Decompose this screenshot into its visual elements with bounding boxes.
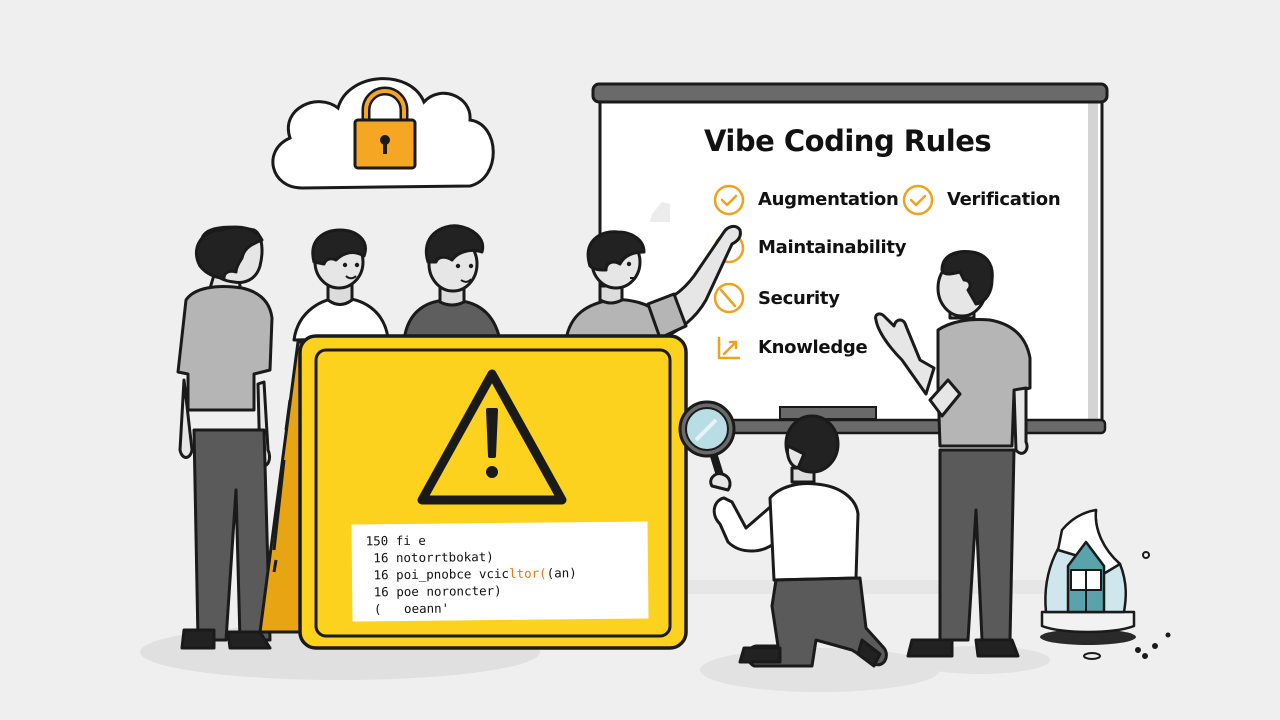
cloud-lock — [271, 77, 495, 190]
whiteboard-title: Vibe Coding Rules — [704, 124, 992, 158]
rule-security: Security — [758, 288, 840, 309]
chart-arrow-icon — [717, 336, 741, 360]
check-circle-icon — [902, 184, 934, 216]
padlock-icon — [353, 86, 417, 170]
slash-circle-icon — [713, 282, 745, 314]
person-left-standing — [176, 225, 274, 650]
code-text: 16 poi_pnobce vcic — [365, 565, 510, 583]
person-kneeling — [678, 400, 888, 668]
person-dark-shirt — [402, 224, 502, 342]
code-highlight: ltor( — [508, 565, 547, 581]
code-text: 16 notorrtbokat) — [365, 549, 494, 566]
code-text: 150 fi e — [365, 532, 426, 549]
magnifying-glass-icon — [678, 400, 736, 484]
code-line: ( oeann' — [366, 597, 648, 617]
code-text: (an) — [546, 565, 577, 581]
warning-triangle-icon — [417, 369, 567, 505]
code-snippet-panel: 150 fi e 16 notorrtbokat) 16 poi_pnobce … — [351, 521, 649, 622]
code-text: 16 poe noroncter) — [366, 582, 502, 600]
check-circle-icon — [713, 184, 745, 216]
person-pointing — [564, 224, 742, 344]
person-right-standing — [874, 250, 1032, 658]
glass-house-icon — [1040, 508, 1171, 660]
rule-maintainability: Maintainability — [758, 237, 907, 258]
rule-knowledge: Knowledge — [758, 337, 868, 358]
code-text: ( oeann' — [366, 600, 450, 617]
person-white-shirt — [292, 228, 390, 342]
rule-augmentation: Augmentation — [758, 189, 899, 210]
rule-verification: Verification — [947, 189, 1061, 210]
